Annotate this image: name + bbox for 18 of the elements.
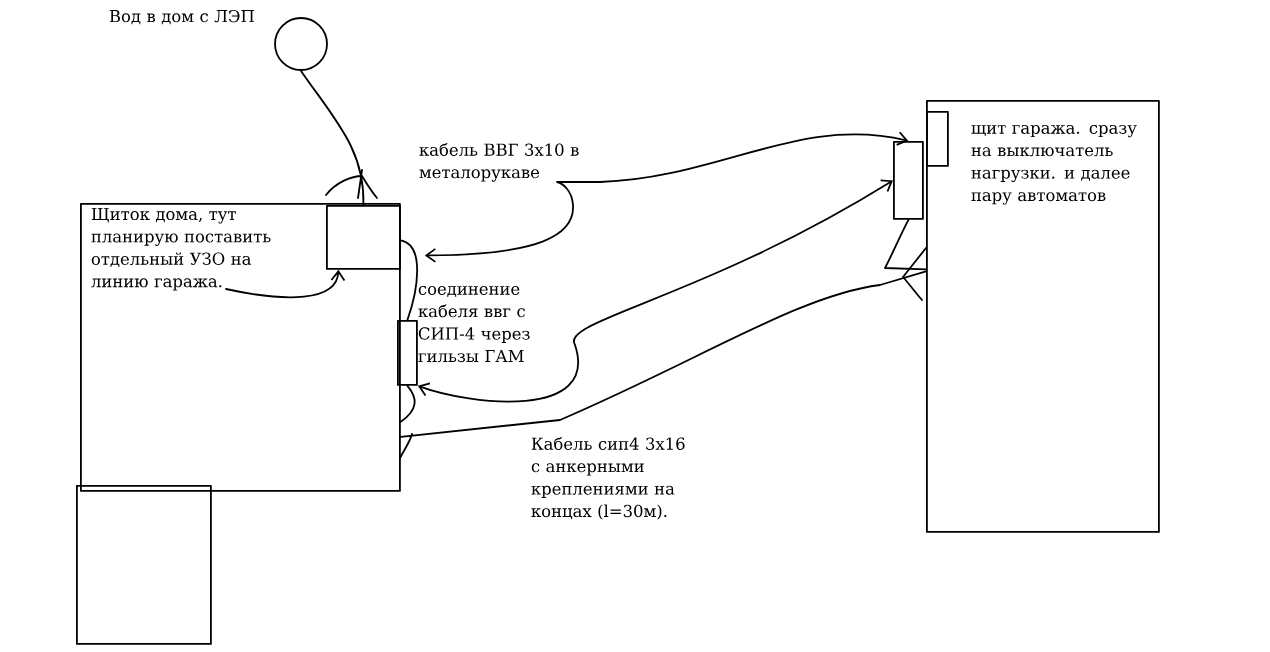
node-label: Вод в дом с ЛЭП (109, 9, 254, 25)
panel-box: Щиток дома, тут планирую поставить отдельный УЗО на линию гаража. (80, 203, 401, 492)
cable-line (884, 218, 927, 271)
box (926, 111, 949, 167)
box (76, 485, 212, 645)
cable-line (399, 239, 419, 321)
cable-line (225, 269, 346, 299)
edge-label: кабель ВВГ 3х10 в металорукаве (419, 142, 579, 182)
cable-line (399, 247, 927, 459)
edge-label: Кабель сип4 3х16 с анкерными креплениями на концах (l=30м). (531, 436, 685, 520)
cable-line (399, 384, 416, 423)
box (326, 205, 401, 270)
node-label: соединение кабеля ввг с СИП-4 через гильзы ГАМ (418, 285, 530, 363)
box (893, 141, 924, 220)
cable-line (417, 179, 893, 403)
cable-line (300, 70, 378, 206)
panel-box: щит гаража. сразу на выключатель нагрузки. и далее пару автоматов (926, 100, 1160, 533)
cable-line (424, 131, 909, 263)
